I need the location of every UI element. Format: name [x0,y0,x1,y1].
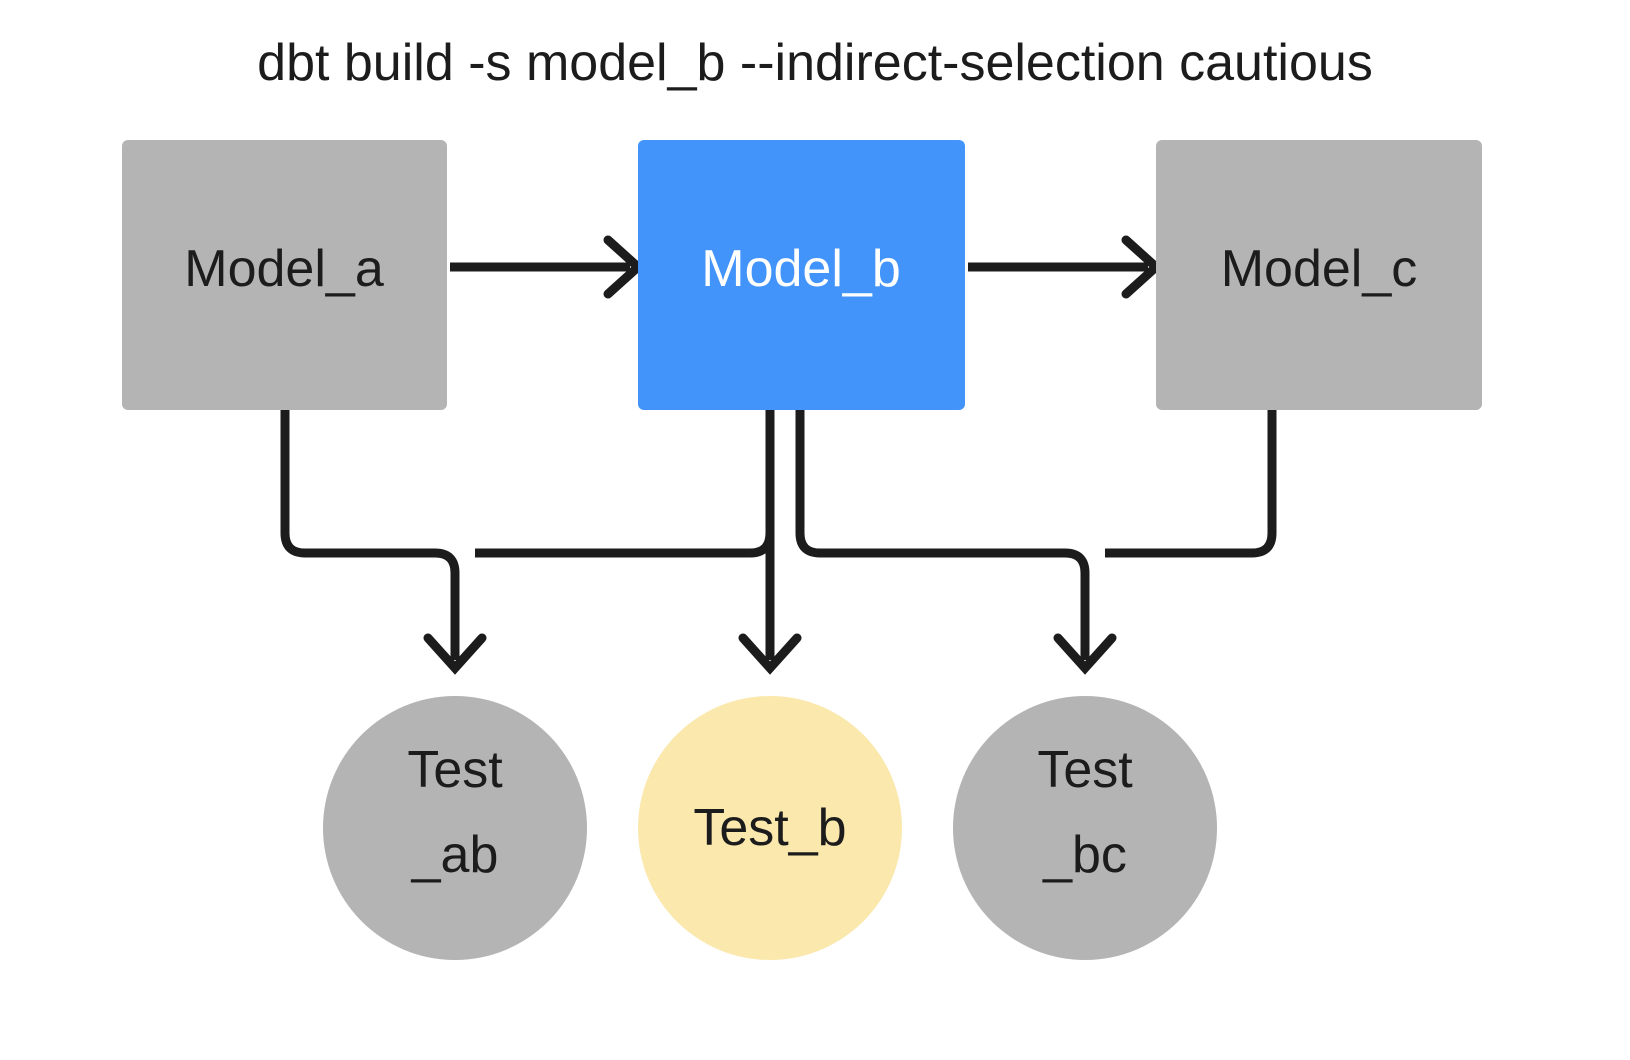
test-bc-label-line2: _bc [1042,826,1127,884]
edge-layer [280,235,1277,675]
model-node-model_b[interactable]: Model_b [638,140,965,410]
model-b-label: Model_b [701,240,900,298]
edge-model-c-to-test-bc [1105,410,1277,558]
test-b-circle[interactable] [638,696,902,960]
model-a-box[interactable] [122,140,447,410]
edge-model-b-to-test-ab [475,410,775,558]
model-c-box[interactable] [1156,140,1482,410]
edge-model-a-to-test-ab [280,410,460,660]
test-b-label-line1: Test_b [693,799,846,857]
model-node-model_c[interactable]: Model_c [1156,140,1482,410]
test-bc-label-line1: Test [1037,741,1133,799]
edge-model-b-to-test-bc [795,410,1090,660]
test-node-test_bc[interactable]: Test _bc [953,696,1217,960]
arrowhead-test-b [738,633,802,675]
arrowhead-test-bc [1053,633,1117,675]
test-node-test_ab[interactable]: Test _ab [323,696,587,960]
model-a-label: Model_a [184,240,384,298]
model-b-box[interactable] [638,140,965,410]
arrowhead-test-ab [423,633,487,675]
test-ab-circle[interactable] [323,696,587,960]
test-ab-label-line2: _ab [411,826,499,884]
test-bc-circle[interactable] [953,696,1217,960]
test-node-test_b[interactable]: Test_b [638,696,902,960]
model-c-label: Model_c [1221,240,1418,298]
test-ab-label-line1: Test [407,741,503,799]
model-node-model_a[interactable]: Model_a [122,140,447,410]
diagram-title: dbt build -s model_b --indirect-selectio… [257,34,1373,92]
